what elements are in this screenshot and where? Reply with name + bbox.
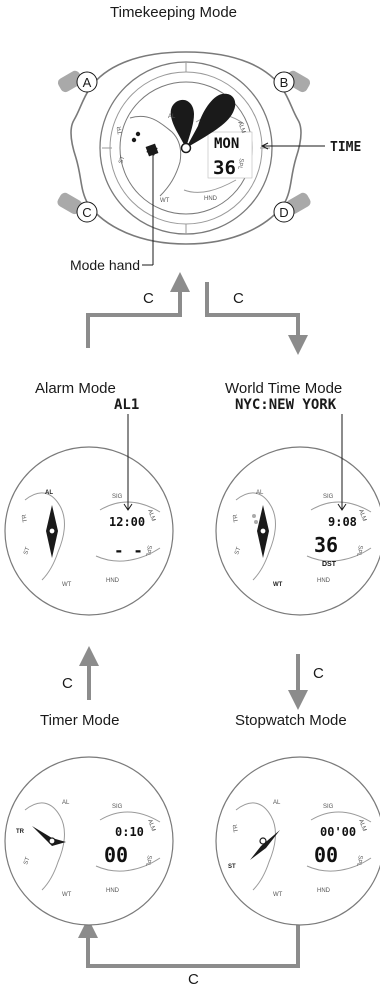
world-mark-hnd: HND: [317, 578, 331, 584]
tk-mark-spl: SPL: [236, 158, 244, 171]
button-b-label: B: [280, 75, 289, 90]
world-mark-wt: WT: [273, 582, 283, 588]
stopwatch-mark-alm: ALM: [357, 819, 367, 833]
alarm-lower-display: - -: [114, 541, 143, 560]
alarm-mark-hnd: HND: [106, 578, 120, 584]
tk-mark-hnd: HND: [204, 196, 218, 202]
world-seconds-display: 36: [314, 533, 338, 557]
timer-mark-wt: WT: [62, 892, 72, 898]
alarm-mark-al: AL: [45, 490, 53, 496]
world-mark-sig: SIG: [323, 494, 334, 500]
world-dst-indicator: DST: [322, 561, 337, 568]
timer-mark-hnd: HND: [106, 888, 120, 894]
timekeeping-mode-title: Timekeeping Mode: [110, 4, 238, 21]
arrow-stopwatch-to-timer: C: [78, 918, 300, 988]
alarm-mark-tr: TR: [22, 513, 29, 523]
alarm-mark-spl: SPL: [144, 545, 152, 558]
tk-mark-st: ST: [118, 155, 126, 165]
timer-watch: AL SIG ALM SPL HND WT ST TR 0:10 00: [4, 756, 174, 926]
timer-mark-st: ST: [23, 856, 31, 866]
world-mark-alm: ALM: [357, 509, 367, 523]
stopwatch-time-display: 00'00: [320, 825, 356, 839]
world-mark-st: ST: [234, 546, 242, 556]
stopwatch-mark-hnd: HND: [317, 888, 331, 894]
arrow-world-to-stopwatch: C: [288, 654, 324, 710]
stopwatch-mark-spl: SPL: [355, 855, 363, 868]
tk-mark-wt: WT: [160, 198, 170, 204]
nyc-label: NYC:NEW YORK: [235, 397, 337, 413]
arrow-c-label-2: C: [233, 290, 244, 307]
tk-mark-tr: TR: [117, 125, 124, 135]
arrow-timer-to-alarm: C: [62, 646, 99, 700]
stopwatch-mark-sig: SIG: [323, 804, 334, 810]
alarm-watch: AL SIG ALM SPL HND WT ST TR 12:00 - -: [4, 446, 174, 616]
mode-hand-callout: Mode hand: [70, 152, 154, 273]
button-d-label: D: [279, 205, 288, 220]
al1-callout: AL1: [114, 397, 139, 511]
timer-mark-al: AL: [62, 800, 70, 806]
button-c: C: [76, 201, 98, 223]
mode-hand-label: Mode hand: [70, 257, 140, 273]
world-time-mode-title: World Time Mode: [225, 380, 343, 397]
tk-day-display: MON: [214, 136, 239, 152]
stopwatch-lower-display: 00: [314, 843, 338, 867]
stopwatch-mark-al: AL: [273, 800, 281, 806]
alarm-mark-sig: SIG: [112, 494, 123, 500]
world-time-watch: AL SIG ALM SPL HND WT ST TR 9:08 36 DST: [215, 446, 380, 616]
button-c-label: C: [82, 205, 91, 220]
arrow-c-label-1: C: [143, 290, 154, 307]
button-a-label: A: [83, 75, 92, 90]
timer-mark-spl: SPL: [144, 855, 152, 868]
tk-seconds-display: 36: [213, 157, 236, 179]
stopwatch-mode-title: Stopwatch Mode: [235, 712, 347, 729]
world-time-display: 9:08: [328, 515, 357, 529]
button-a: A: [76, 71, 98, 93]
timer-mark-alm: ALM: [146, 819, 156, 833]
al1-label: AL1: [114, 397, 139, 413]
timer-time-display: 0:10: [115, 825, 144, 839]
time-callout: TIME: [260, 140, 361, 155]
stopwatch-watch: AL SIG ALM SPL HND WT ST TR 00'00 00: [215, 756, 380, 926]
tk-mark-al: AL: [168, 114, 176, 120]
timer-mode-title: Timer Mode: [40, 712, 120, 729]
alarm-mark-alm: ALM: [146, 509, 156, 523]
arrow-c-label-3: C: [62, 675, 73, 692]
timer-lower-display: 00: [104, 843, 128, 867]
alarm-mark-wt: WT: [62, 582, 72, 588]
alarm-mark-st: ST: [23, 546, 31, 556]
time-callout-label: TIME: [330, 140, 361, 155]
timer-mark-sig: SIG: [112, 804, 123, 810]
arrow-c-label-5: C: [188, 971, 199, 988]
world-mark-spl: SPL: [355, 545, 363, 558]
world-mark-al: AL: [256, 490, 264, 496]
world-mark-tr: TR: [233, 513, 240, 523]
arrow-timekeeping-to-world: C: [205, 282, 308, 355]
nyc-callout: NYC:NEW YORK: [235, 397, 347, 511]
button-d: D: [273, 201, 295, 223]
timer-mark-tr: TR: [16, 829, 25, 835]
arrow-world-to-timekeeping: C: [86, 272, 190, 348]
stopwatch-mark-st: ST: [228, 864, 236, 870]
stopwatch-mark-wt: WT: [273, 892, 283, 898]
alarm-time-display: 12:00: [109, 515, 145, 529]
button-b: B: [273, 71, 295, 93]
arrow-c-label-4: C: [313, 665, 324, 682]
alarm-mode-title: Alarm Mode: [35, 380, 116, 397]
stopwatch-mark-tr: TR: [233, 823, 240, 833]
tk-mark-alm: ALM: [236, 121, 246, 135]
